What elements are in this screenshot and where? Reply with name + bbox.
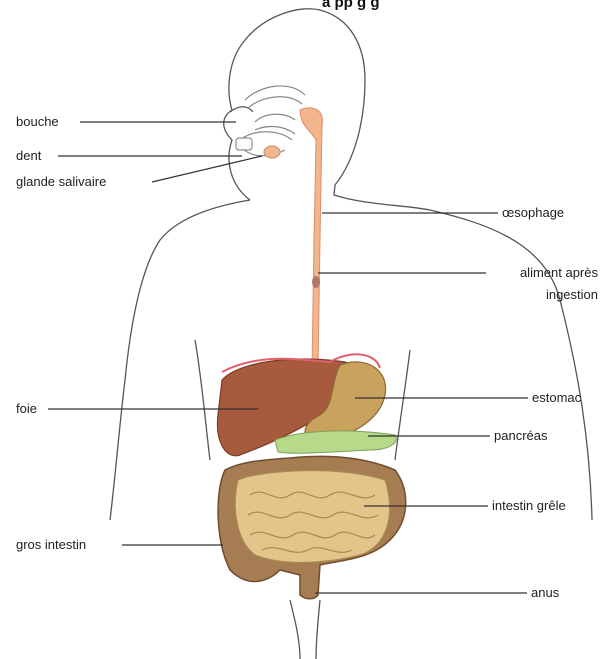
pancreas-shape [275, 431, 396, 453]
label-bouche: bouche [16, 114, 59, 130]
esophagus-shape [300, 108, 322, 370]
label-gros-intestin: gros intestin [16, 537, 86, 553]
leader-glande [152, 156, 262, 182]
body-outline [110, 9, 592, 659]
label-aliment-line1: aliment après [490, 265, 598, 281]
label-estomac: estomac [532, 390, 581, 406]
label-oesophage: œsophage [502, 205, 564, 221]
tooth-icon [236, 138, 252, 150]
label-dent: dent [16, 148, 41, 164]
label-anus: anus [531, 585, 559, 601]
label-glande-salivaire: glande salivaire [16, 174, 106, 190]
salivary-gland-shape [264, 146, 280, 158]
label-pancreas: pancréas [494, 428, 547, 444]
label-foie: foie [16, 401, 37, 417]
label-aliment-line2: ingestion [490, 287, 598, 303]
food-bolus-shape [312, 276, 320, 288]
label-intestin-grele: intestin grêle [492, 498, 566, 514]
